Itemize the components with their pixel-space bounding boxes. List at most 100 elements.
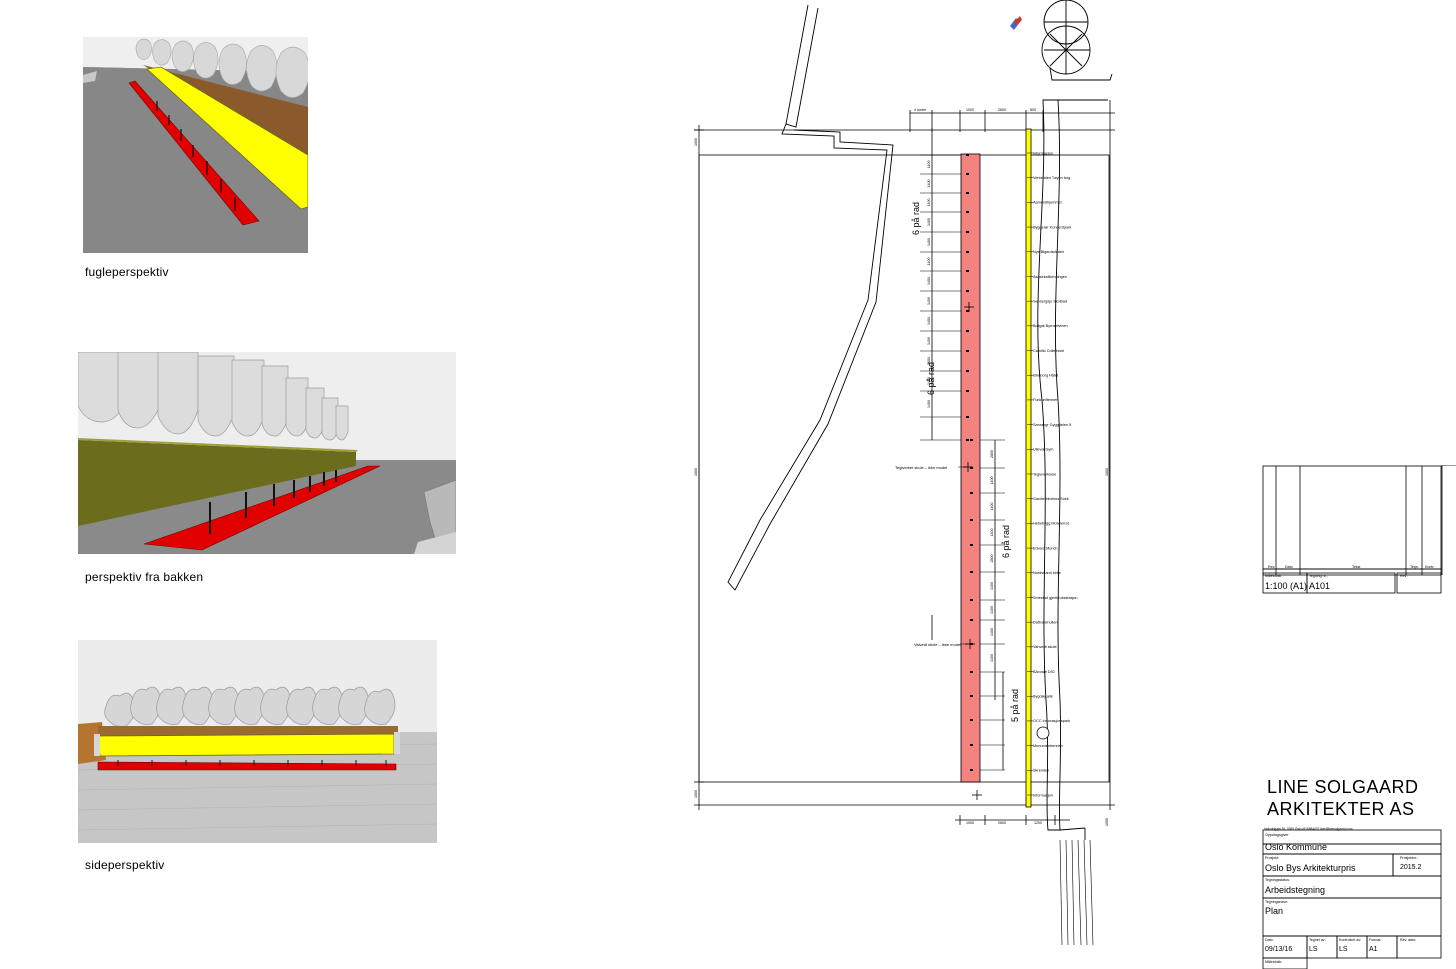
rhythm-dimension: 1400: [927, 377, 931, 385]
post-marker: [970, 519, 973, 521]
rhythm-dimension: 1400: [927, 161, 931, 169]
rhythm-dimension: 1400: [990, 503, 994, 511]
post-marker: [966, 439, 969, 441]
rhythm-dimension: 1400: [990, 628, 994, 636]
ground-perspective-render: [78, 352, 456, 554]
post-marker: [970, 744, 973, 746]
rhythm-dimension: 1400: [990, 582, 994, 590]
strip-label: Vahvedt skole: [1033, 645, 1057, 649]
count-label: 5 på rad: [1010, 689, 1020, 722]
drawn-by: LS: [1309, 946, 1318, 953]
post-marker: [970, 544, 973, 546]
strip-label: Informasjon: [1033, 151, 1053, 155]
strip-label: Funkunftenner: [1033, 398, 1058, 402]
svg-text:1000: 1000: [694, 138, 698, 146]
rhythm-dimension: 1400: [927, 238, 931, 246]
caption-birds-eye: fugleperspektiv: [85, 265, 169, 279]
firm-name: LINE SOLGAARD ARKITEKTER AS: [1267, 777, 1419, 819]
post-marker: [966, 370, 969, 372]
post-marker: [966, 350, 969, 352]
post-marker: [970, 571, 973, 573]
count-label: 6 på rad: [1001, 525, 1011, 558]
rhythm-dimension: 1400: [927, 258, 931, 266]
sheet-format: A1: [1369, 946, 1378, 953]
post-marker: [970, 492, 973, 494]
svg-text:1000: 1000: [1105, 468, 1109, 476]
title-block: [1262, 465, 1456, 969]
post-marker: [966, 251, 969, 253]
strip-label: Aamundhjemmet: [1033, 201, 1063, 205]
rhythm-dimension: 1400: [927, 218, 931, 226]
svg-text:4 meter: 4 meter: [914, 108, 927, 112]
strip-label: Nordstrand kirke: [1033, 571, 1061, 575]
svg-text:1050: 1050: [1105, 818, 1109, 826]
post-marker: [966, 231, 969, 233]
count-label: 6 på rad: [911, 202, 921, 235]
post-marker: [966, 290, 969, 292]
caption-side-perspective: sideperspektiv: [85, 858, 165, 872]
strip-label: Dattvarehullen: [1033, 620, 1057, 624]
count-label: 6 på rad: [926, 362, 936, 395]
strip-label: OCC Innovasjonspark: [1033, 719, 1070, 723]
strip-label: Informasjon: [1033, 793, 1053, 797]
post-marker: [970, 599, 973, 601]
post-marker: [970, 619, 973, 621]
strip-label: Monumentrennen: [1033, 744, 1063, 748]
rhythm-dimension: 2800: [990, 450, 994, 458]
strip-label: Hebebygg Moterenzd: [1033, 522, 1069, 526]
post-marker: [966, 211, 969, 213]
strip-label: Edvard Munch: [1033, 546, 1057, 550]
drawing-title: Plan: [1265, 906, 1284, 916]
svg-text:1000: 1000: [694, 790, 698, 798]
north-arrow-icon: [1010, 16, 1022, 30]
project-number: 2015.2: [1400, 864, 1422, 871]
strip-label: Camillo Collettsvei: [1033, 349, 1064, 353]
rhythm-dimension: 1400: [927, 317, 931, 325]
post-marker: [966, 416, 969, 418]
post-marker: [966, 270, 969, 272]
rhythm-dimension: 1400: [990, 477, 994, 485]
strip-label: Nye Blgardsdeden: [1033, 250, 1064, 254]
strip-label: Sannergsjo Skolbad: [1033, 299, 1067, 303]
strip-label: Bollgat Byrnsetvinen: [1033, 324, 1068, 328]
rhythm-dimension: 1400: [927, 400, 931, 408]
yellow-strip-plan: [1025, 128, 1032, 808]
post-marker: [966, 310, 969, 312]
side-perspective-render: [78, 640, 437, 843]
rhythm-dimension: 1400: [927, 337, 931, 345]
birds-eye-render: [83, 37, 308, 253]
rhythm-dimension: 1400: [927, 297, 931, 305]
svg-text:2600: 2600: [998, 821, 1006, 825]
svg-text:2600: 2600: [998, 108, 1006, 112]
scale-value: 1:100 (A1): [1265, 581, 1308, 591]
callout-valvedt: Valvedt skole – ikke model: [914, 642, 961, 647]
client: Oslo Kommune: [1265, 842, 1328, 852]
post-marker: [966, 192, 969, 194]
svg-text:1200: 1200: [1034, 821, 1042, 825]
strip-label: Eikeborg Håtet: [1033, 374, 1059, 378]
post-marker: [966, 330, 969, 332]
strip-label: Smestad gjenbruksstasjon: [1033, 596, 1078, 600]
lamp-post-icon: [972, 790, 982, 800]
strip-label: Byggerør Konderdpark: [1033, 225, 1072, 229]
project-name: Oslo Bys Arkitekturpris: [1265, 863, 1356, 873]
strip-label: Ulleval Gym: [1033, 448, 1053, 452]
rhythm-dimension: 1400: [927, 199, 931, 207]
road-edge: [785, 4, 819, 128]
post-marker: [970, 719, 973, 721]
caption-ground-perspective: perspektiv fra bakken: [85, 570, 204, 584]
strip-label: BAvvale DIG: [1033, 670, 1055, 674]
post-marker: [966, 154, 969, 156]
svg-text:1000: 1000: [694, 468, 698, 476]
svg-text:1000: 1000: [966, 108, 974, 112]
post-marker: [966, 173, 969, 175]
post-marker: [970, 439, 973, 441]
post-marker: [966, 390, 969, 392]
rhythm-dimension: 1400: [990, 529, 994, 537]
rhythm-dimension: 1400: [927, 180, 931, 188]
post-marker: [970, 671, 973, 673]
strip-label: Ventetiden Tøyen torg: [1033, 176, 1070, 180]
lamp-symbol: [1036, 726, 1050, 740]
tree-symbols: [1041, 0, 1113, 81]
